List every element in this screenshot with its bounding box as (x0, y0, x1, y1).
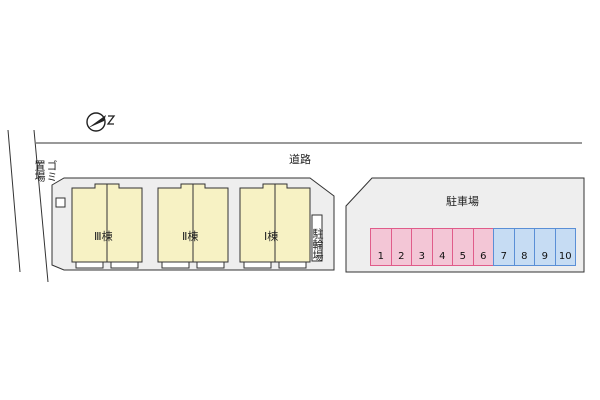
parking-space-1: 1 (370, 228, 392, 266)
parking-space-8: 8 (513, 228, 535, 266)
building-1-label: Ⅰ棟 (264, 230, 279, 243)
parking-space-10: 10 (554, 228, 576, 266)
parking-space-4: 4 (431, 228, 453, 266)
north-arrow-icon (86, 112, 116, 132)
parking-space-6: 6 (472, 228, 494, 266)
parking-space-5: 5 (452, 228, 474, 266)
parking-space-3: 3 (411, 228, 433, 266)
garbage-box (55, 197, 66, 208)
building-2 (157, 183, 229, 269)
parking-space-9: 9 (534, 228, 556, 266)
road-edge-left-1 (7, 129, 21, 273)
building-3 (71, 183, 143, 269)
parking-space-7: 7 (493, 228, 515, 266)
building-2-label: Ⅱ棟 (182, 230, 199, 243)
bike-parking-label: 駐輪場 (311, 228, 324, 261)
garbage-label: ゴミ置場 (33, 160, 58, 182)
building-1 (239, 183, 311, 269)
parking-label: 駐車場 (446, 195, 479, 208)
building-3-label: Ⅲ棟 (94, 230, 113, 243)
road-edge-left-2 (33, 129, 49, 283)
parking-space-2: 2 (390, 228, 412, 266)
bike-parking-area (311, 214, 323, 262)
road-label: 道路 (289, 153, 311, 166)
